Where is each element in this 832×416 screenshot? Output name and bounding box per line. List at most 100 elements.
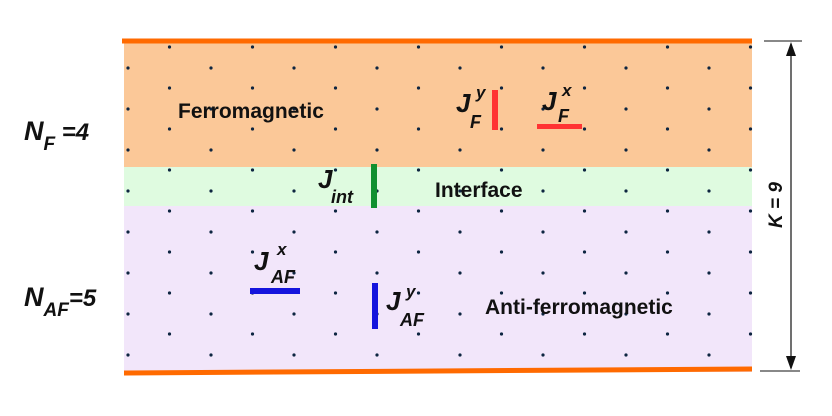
lattice-site [748, 291, 753, 295]
lattice-site [333, 86, 338, 90]
lattice-site [167, 209, 172, 213]
jint-label: J int [318, 164, 354, 207]
lattice-site [126, 148, 130, 152]
lattice-site [292, 189, 296, 193]
lattice-site [582, 168, 587, 172]
lattice-site [458, 230, 462, 234]
lattice-site [541, 148, 545, 152]
lattice-site [167, 86, 172, 90]
lattice-site [209, 312, 213, 316]
lattice-site [292, 230, 296, 234]
lattice-site [541, 230, 545, 234]
lattice-site [624, 189, 628, 193]
ferromagnetic-region [124, 42, 752, 167]
lattice-site [126, 107, 130, 111]
antiferromagnetic-region [124, 206, 752, 372]
lattice-site [375, 148, 379, 152]
lattice-site [665, 209, 670, 213]
lattice-site [541, 312, 545, 316]
lattice-site [582, 209, 587, 213]
lattice-site [499, 250, 504, 254]
lattice-site [499, 86, 504, 90]
svg-text:AF: AF [270, 267, 296, 287]
lattice-site [499, 45, 504, 49]
lattice-site [375, 107, 379, 111]
lattice-site [624, 148, 628, 152]
lattice-site [499, 291, 504, 295]
lattice-site [292, 312, 296, 316]
lattice-site [209, 271, 213, 275]
lattice-site [582, 332, 587, 336]
jfx-bar [537, 124, 582, 129]
lattice-site [167, 250, 172, 254]
jfy-bar [492, 90, 498, 130]
lattice-site [665, 332, 670, 336]
lattice-site [707, 66, 711, 70]
lattice-site [707, 230, 711, 234]
lattice-site [126, 353, 130, 357]
lattice-site [126, 312, 130, 316]
lattice-site [333, 291, 338, 295]
lattice-site [582, 45, 587, 49]
lattice-site [541, 271, 545, 275]
lattice-site [624, 107, 628, 111]
lattice-site [416, 332, 421, 336]
lattice-site [333, 45, 338, 49]
lattice-site [209, 66, 213, 70]
lattice-site [624, 312, 628, 316]
lattice-site [748, 168, 753, 172]
lattice-site [499, 332, 504, 336]
lattice-site [582, 250, 587, 254]
lattice-site [624, 271, 628, 275]
lattice-site [292, 107, 296, 111]
lattice-site [333, 209, 338, 213]
lattice-site [292, 148, 296, 152]
lattice-site [292, 66, 296, 70]
lattice-site [624, 66, 628, 70]
lattice-site [707, 271, 711, 275]
lattice-site [333, 127, 338, 131]
lattice-site [250, 127, 255, 131]
interface-label: Interface [435, 179, 523, 202]
lattice-site [499, 209, 504, 213]
lattice-site [250, 168, 255, 172]
lattice-site [624, 230, 628, 234]
svg-text:J: J [456, 88, 471, 118]
lattice-site [416, 45, 421, 49]
lattice-site [748, 250, 753, 254]
antiferromagnetic-label: Anti-ferromagnetic [485, 296, 673, 319]
svg-text:J: J [318, 164, 333, 194]
svg-text:F: F [558, 106, 570, 126]
lattice-site [333, 332, 338, 336]
lattice-site [707, 353, 711, 357]
jfy-label: J y F [456, 83, 487, 132]
lattice-site [458, 353, 462, 357]
lattice-site [126, 271, 130, 275]
lattice-site [707, 107, 711, 111]
svg-text:x: x [561, 81, 573, 100]
lattice-site [748, 127, 753, 131]
jafy-label: J y AF [386, 282, 425, 330]
lattice-site [209, 148, 213, 152]
jfx-label: J x F [542, 81, 573, 126]
svg-text:J: J [542, 86, 557, 116]
lattice-site [458, 271, 462, 275]
svg-text:J: J [386, 286, 401, 316]
lattice-site [541, 107, 545, 111]
lattice-site [209, 189, 213, 193]
lattice-site [499, 127, 504, 131]
lattice-site [416, 127, 421, 131]
lattice-site [126, 230, 130, 234]
lattice-site [209, 353, 213, 357]
lattice-site [665, 168, 670, 172]
lattice-site [748, 45, 753, 49]
lattice-sites [126, 45, 753, 357]
lattice-site [209, 107, 213, 111]
lattice-site [167, 332, 172, 336]
svg-text:int: int [331, 187, 354, 207]
lattice-site [375, 66, 379, 70]
lattice-site [458, 66, 462, 70]
lattice-site [250, 209, 255, 213]
lattice-site [416, 86, 421, 90]
